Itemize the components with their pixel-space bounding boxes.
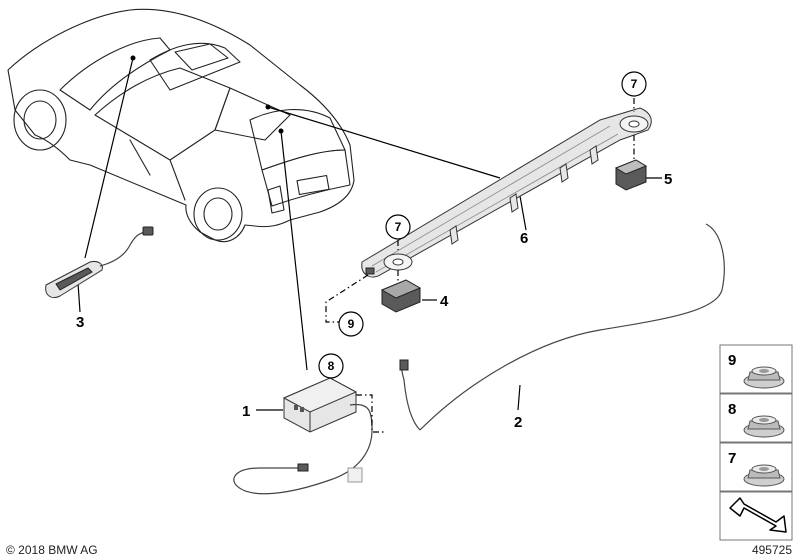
assembly-arrow-icon: [729, 497, 787, 533]
svg-text:7: 7: [395, 220, 402, 234]
svg-text:8: 8: [728, 401, 736, 418]
svg-text:8: 8: [328, 359, 335, 373]
callout-1: 1: [242, 403, 250, 420]
callout-2: 2: [514, 414, 522, 431]
circled-callout-7-top: 7: [621, 71, 647, 97]
flange-nut-icon: [743, 464, 785, 487]
circled-callout-8: 8: [318, 353, 344, 379]
legend-item-8: 8: [719, 393, 793, 443]
svg-text:7: 7: [631, 77, 638, 91]
callout-5: 5: [664, 171, 672, 188]
antenna-control-unit-part[interactable]: [282, 377, 358, 433]
circled-callout-7-left: 7: [385, 214, 411, 240]
assembly-arrow-legend: [719, 491, 793, 541]
copyright-text: © 2018 BMW AG: [6, 543, 98, 557]
mounting-bracket-part[interactable]: [361, 107, 652, 278]
callout-6: 6: [520, 230, 528, 247]
circled-callout-9: 9: [338, 311, 364, 337]
leader-lines: [77, 57, 662, 411]
callout-4: 4: [440, 293, 449, 310]
flange-nut-icon: [743, 366, 785, 389]
antenna-amplifier-small-part[interactable]: [614, 159, 648, 191]
legend-item-9: 9: [719, 344, 793, 394]
hardware-legend: 9 8 7: [719, 344, 793, 541]
vehicle-outline: [7, 8, 355, 243]
svg-text:7: 7: [728, 450, 736, 467]
legend-item-7: 7: [719, 442, 793, 492]
svg-text:9: 9: [348, 317, 355, 331]
antenna-amplifier-part[interactable]: [380, 279, 422, 313]
callout-3: 3: [76, 314, 84, 331]
svg-text:9: 9: [728, 352, 736, 369]
antenna-cable-part[interactable]: [233, 223, 725, 495]
roof-antenna-part[interactable]: [45, 226, 154, 299]
diagram-number: 495725: [752, 543, 792, 557]
flange-nut-icon: [743, 415, 785, 438]
